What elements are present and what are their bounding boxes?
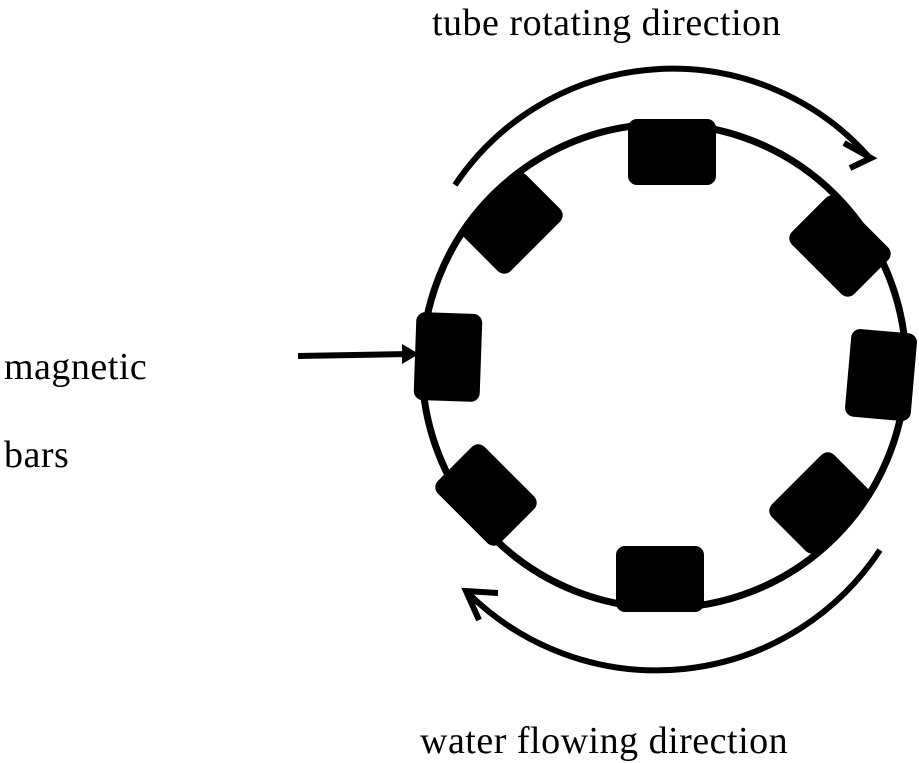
magnetic-pointer-arrow bbox=[297, 351, 411, 359]
magnetic-bar bbox=[769, 452, 871, 554]
rotation-arrow bbox=[452, 65, 871, 187]
water-flowing-label: water flowing direction bbox=[420, 720, 789, 762]
magnetic-bar bbox=[628, 119, 716, 185]
magnetic-bar bbox=[789, 195, 891, 297]
magnetic-bar bbox=[413, 312, 483, 402]
magnetic-label: magnetic bbox=[4, 346, 148, 388]
magnetic-pointer-arrowhead bbox=[402, 344, 419, 364]
magnetic-bars bbox=[413, 119, 917, 612]
rotation-arrowhead bbox=[842, 140, 878, 171]
magnetic-bar bbox=[616, 546, 704, 612]
magnetic-bar bbox=[845, 329, 917, 421]
magnetic-bar bbox=[435, 444, 537, 546]
tube-rotating-label: tube rotating direction bbox=[432, 2, 782, 44]
magnetic-bar bbox=[461, 172, 563, 274]
bars-label: bars bbox=[4, 434, 70, 476]
water-flow-arrowhead bbox=[461, 587, 499, 622]
water-flow-arrow bbox=[466, 548, 883, 674]
